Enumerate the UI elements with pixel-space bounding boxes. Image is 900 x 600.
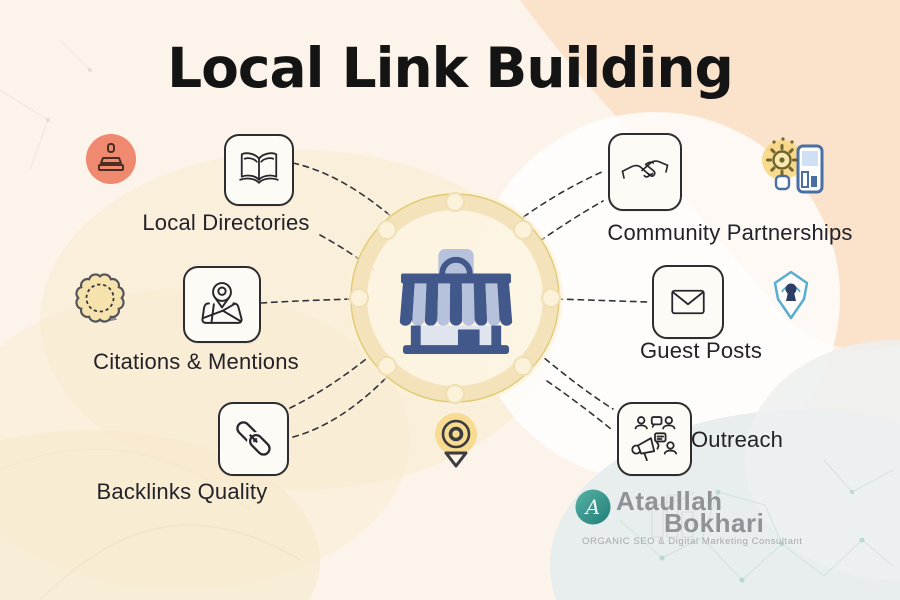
label-local-directories: Local Directories bbox=[142, 210, 310, 235]
open-book-icon bbox=[239, 152, 279, 184]
storefront-icon bbox=[399, 248, 513, 355]
card-community-partnerships bbox=[608, 133, 682, 211]
brand-last-name: Bokhari bbox=[664, 508, 765, 538]
handshake-icon bbox=[621, 160, 669, 179]
label-guest-posts: Guest Posts bbox=[639, 338, 763, 363]
gear-report-icon bbox=[762, 137, 824, 194]
keyhole-pin-icon bbox=[773, 270, 809, 320]
page-title: Local Link Building bbox=[167, 36, 734, 100]
label-citations-mentions: Citations & Mentions bbox=[93, 349, 299, 374]
seal-badge-icon bbox=[75, 273, 125, 323]
map-location-pin-icon bbox=[201, 281, 243, 324]
card-citations-mentions bbox=[183, 266, 261, 343]
brand-monogram-icon: A bbox=[575, 489, 611, 525]
map-marker-icon bbox=[435, 413, 477, 468]
megaphone-people-icon bbox=[630, 416, 677, 462]
chain-links-icon bbox=[235, 421, 273, 458]
card-outreach bbox=[617, 402, 692, 476]
stamp-icon bbox=[86, 134, 136, 184]
card-backlinks-quality bbox=[218, 402, 289, 476]
card-local-directories bbox=[224, 134, 294, 206]
card-guest-posts bbox=[652, 265, 724, 339]
label-backlinks-quality: Backlinks Quality bbox=[96, 479, 268, 504]
label-outreach: Outreach bbox=[691, 427, 784, 452]
label-community-partnerships: Community Partnerships bbox=[607, 220, 853, 245]
brand-tagline: ORGANIC SEO & Digital Marketing Consulta… bbox=[582, 536, 803, 547]
brand-first-name: Ataullah bbox=[616, 486, 723, 516]
svg-text:A: A bbox=[584, 495, 600, 519]
envelope-icon bbox=[671, 289, 705, 315]
